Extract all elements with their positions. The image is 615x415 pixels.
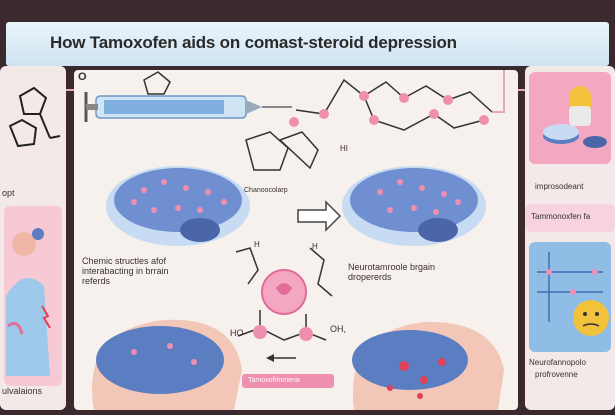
head-right-bottom [352, 321, 504, 410]
diagram-title: How Tamoxofen aids on comast-steroid dep… [50, 33, 457, 52]
head-left-bottom [92, 319, 242, 410]
left-top-label: opt [2, 188, 15, 198]
left-column-panel: opt ulvalaions [0, 66, 66, 410]
molecule-label-o: O [78, 71, 87, 83]
left-figure-box [4, 206, 62, 386]
brain-left-top [106, 166, 250, 246]
center-right-line1: Neurotamroole brgain [348, 262, 436, 272]
pills-icon [543, 86, 607, 148]
molecule-label-oh: OH, [330, 324, 347, 334]
bottom-chem-label: Tamoxofrinmena [248, 377, 300, 384]
molecule-label-h1: H [254, 240, 260, 249]
center-illustration [84, 66, 505, 410]
molecule-label-h2: H [312, 242, 318, 251]
center-panel: O HI Chanoocolarp Chemic structles afof … [74, 66, 518, 410]
right-column-panel: improsodeant Tammonoxfen fa Neurofannopo… [525, 66, 615, 410]
right-bottom-line1: Neurofannopolo [529, 358, 586, 367]
neural-icon [537, 252, 609, 336]
brain-right-top [342, 166, 486, 246]
title-bar: How Tamoxofen aids on comast-steroid dep… [6, 22, 609, 66]
right-mid-label: Tammonoxfen fa [531, 212, 591, 221]
syringe-icon [84, 92, 292, 122]
left-bottom-label: ulvalaions [2, 386, 43, 396]
right-mid-box: Tammonoxfen fa [525, 204, 615, 232]
neural-box [529, 242, 611, 352]
chemical-center-label: Chanoocolarp [244, 187, 288, 194]
human-figure-icon [6, 228, 51, 376]
left-molecule-icon [8, 86, 61, 148]
pills-box [529, 72, 611, 164]
center-left-line2: interabacting in brrain [82, 266, 169, 276]
molecule-label-hl: HI [340, 144, 348, 153]
center-left-line3: referds [82, 276, 111, 286]
center-right-line2: dropererds [348, 272, 392, 282]
molecule-label-ho: HO [230, 328, 244, 338]
center-left-line1: Chemic structles afof [82, 256, 167, 266]
right-top-label: improsodeant [535, 182, 584, 191]
right-bottom-line2: profrovenne [535, 370, 578, 379]
